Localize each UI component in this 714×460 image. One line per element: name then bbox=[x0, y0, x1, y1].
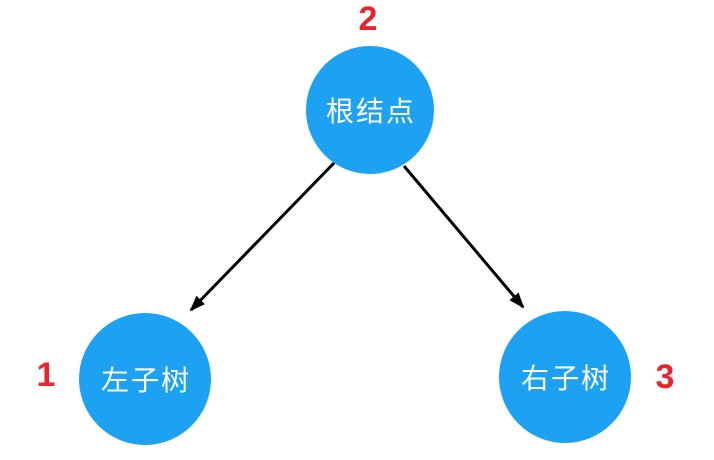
node-left-subtree-label: 左子树 bbox=[100, 365, 191, 396]
traversal-order-root: 2 bbox=[358, 0, 378, 38]
node-root: 根结点 bbox=[306, 46, 434, 174]
traversal-order-right: 3 bbox=[655, 358, 675, 396]
node-left-subtree: 左子树 bbox=[79, 313, 211, 445]
node-right-subtree: 右子树 bbox=[499, 311, 631, 443]
edge-root-to-left bbox=[189, 161, 336, 312]
node-right-subtree-label: 右子树 bbox=[520, 363, 611, 394]
traversal-order-left: 1 bbox=[36, 356, 56, 394]
node-root-label: 根结点 bbox=[325, 96, 416, 127]
edge-root-to-right bbox=[402, 165, 525, 309]
